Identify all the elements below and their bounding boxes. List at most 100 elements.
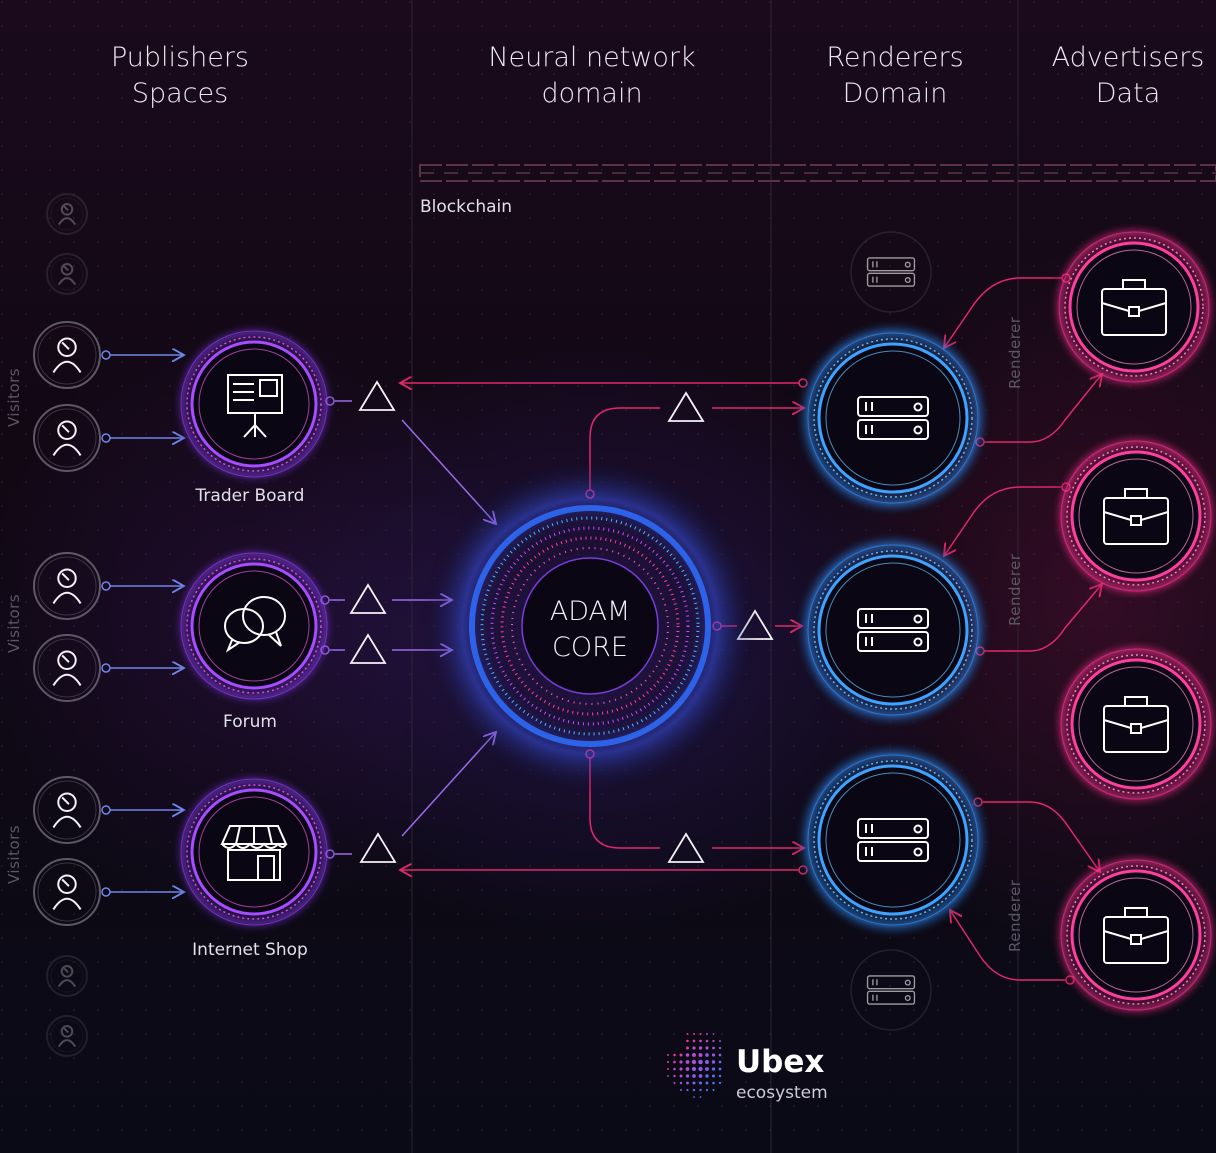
logo-dot <box>718 1074 722 1078</box>
visitor-icon <box>33 404 101 472</box>
blockchain-label: Blockchain <box>420 197 513 217</box>
visitors-label-2: Visitors <box>5 593 23 653</box>
ubex-logo-dots-icon <box>666 1032 722 1098</box>
logo-dot <box>712 1033 715 1035</box>
logo-dot <box>691 1066 697 1072</box>
logo-dot <box>711 1053 716 1057</box>
logo-dot <box>693 1096 695 1098</box>
logo-dot <box>705 1067 709 1071</box>
renderer-label-2: Renderer <box>1006 553 1024 626</box>
logo-dot <box>685 1060 690 1064</box>
advertiser-to-renderer-arrow <box>950 910 1066 981</box>
logo-dot <box>692 1046 696 1050</box>
logo-dot <box>718 1053 722 1057</box>
logo-dot <box>718 1067 722 1071</box>
briefcase-icon <box>1103 907 1169 964</box>
visitors-label-1: Visitors <box>5 367 23 427</box>
advertiser-to-renderer-arrow <box>944 277 1062 348</box>
logo-dot <box>706 1033 708 1035</box>
header-advertisers-data: Advertisers Data <box>1051 42 1205 109</box>
logo-dot <box>692 1088 696 1092</box>
logo-dot <box>719 1040 721 1042</box>
logo-dot <box>679 1074 683 1078</box>
server-icon <box>857 818 929 862</box>
logo-dot <box>712 1081 715 1085</box>
logo-dot <box>679 1067 683 1071</box>
logo-dot <box>712 1046 715 1050</box>
logo-dot <box>698 1053 703 1057</box>
storefront-icon <box>220 825 288 881</box>
logo-dot <box>705 1046 709 1050</box>
visitors-group <box>33 193 101 1057</box>
server-icon <box>857 396 929 440</box>
renderer-node-2 <box>793 530 993 730</box>
renderer-node-1 <box>793 318 993 518</box>
logo-dot <box>718 1081 722 1085</box>
blockchain-band <box>419 164 1216 182</box>
core-to-renderer-path <box>589 758 660 849</box>
logo-dot <box>679 1060 683 1064</box>
logo-dot <box>705 1081 709 1085</box>
publisher-label-internet-shop: Internet Shop <box>192 940 308 960</box>
column-dividers <box>411 0 1019 1153</box>
visitor-faded-icon <box>46 955 88 997</box>
logo-dot <box>698 1046 703 1050</box>
logo-dot <box>686 1088 689 1092</box>
logo-dot <box>705 1039 709 1043</box>
renderer-to-advertiser-arrow <box>982 801 1100 872</box>
visitor-faded-icon <box>46 1015 88 1057</box>
server-icon-faded <box>866 257 916 287</box>
logo-dot <box>691 1059 697 1065</box>
renderer-to-advertiser-arrow <box>984 584 1102 652</box>
header-neural-network-domain: Neural network domain <box>488 42 696 109</box>
visitor-faded-icon <box>46 193 88 235</box>
logo-dot <box>666 1067 670 1071</box>
logo-dot <box>686 1081 689 1085</box>
logo-dot <box>711 1074 716 1078</box>
logo-dot <box>686 1033 689 1035</box>
visitor-icon <box>33 858 101 926</box>
renderer-faded-node <box>850 231 932 313</box>
briefcase-icon <box>1103 696 1169 753</box>
logo-dot <box>699 1088 702 1092</box>
logo-dot <box>698 1081 703 1085</box>
logo-dot <box>712 1088 715 1092</box>
logo-dot <box>673 1053 676 1057</box>
logo-dot <box>699 1039 702 1043</box>
logo-dot <box>679 1053 683 1057</box>
visitor-icon <box>33 634 101 702</box>
renderer-label-3: Renderer <box>1006 879 1024 952</box>
logo-dot <box>673 1074 676 1078</box>
ubex-logo: Ubex ecosystem <box>664 1030 844 1103</box>
publisher-node-1 <box>170 320 338 488</box>
server-icon <box>857 608 929 652</box>
logo-dot <box>673 1067 676 1071</box>
renderer-to-advertiser-arrow <box>984 374 1102 443</box>
visitor-faded-icon <box>46 253 88 295</box>
logo-dot <box>705 1053 709 1057</box>
logo-dot <box>718 1046 722 1050</box>
logo-dot <box>718 1060 722 1064</box>
logo-dot <box>692 1032 696 1036</box>
logo-dot <box>705 1088 709 1092</box>
logo-dot <box>705 1074 709 1078</box>
token-triangle-icon <box>358 380 396 411</box>
logo-dot <box>712 1039 715 1043</box>
nodes <box>170 220 1216 1031</box>
renderer-faded-node <box>850 949 932 1031</box>
logo-dot <box>673 1081 676 1085</box>
logo-dot <box>685 1053 690 1057</box>
logo-dot <box>667 1054 669 1056</box>
adam-core-line2: CORE <box>552 632 628 663</box>
logo-dot <box>692 1039 696 1043</box>
logo-dot <box>699 1032 702 1036</box>
visitor-icon <box>33 552 101 620</box>
token-triangle-icon <box>349 583 387 614</box>
logo-dot <box>685 1046 690 1050</box>
token-triangle-icon <box>349 633 387 664</box>
logo-dot <box>698 1059 703 1065</box>
token-triangle-icon <box>667 391 705 422</box>
header-renderers-domain: Renderers Domain <box>826 42 964 109</box>
